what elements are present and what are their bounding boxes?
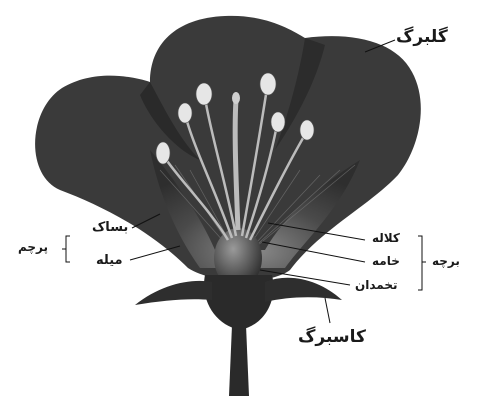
stamen-label: پرچم — [18, 241, 48, 253]
sepal-leader — [325, 298, 330, 323]
style — [235, 100, 238, 230]
ovary-label: تخمدان — [355, 279, 398, 291]
stigma — [232, 92, 240, 104]
anther — [156, 142, 170, 164]
anther — [196, 83, 212, 105]
anther — [271, 112, 285, 132]
stigma-label: کلاله — [372, 232, 400, 244]
pistil-bracket — [418, 236, 426, 290]
anther-label: بساک — [92, 221, 128, 234]
pistil-label: برچه — [432, 255, 460, 267]
stem — [229, 325, 249, 396]
stamen-bracket — [62, 236, 70, 262]
filament-label: میله — [96, 254, 123, 267]
style-label: خامه — [372, 255, 400, 267]
anther — [178, 103, 192, 123]
sepal — [135, 281, 212, 305]
anther — [300, 120, 314, 140]
receptacle — [204, 275, 273, 330]
sepal-label: کاسبرگ — [298, 329, 366, 346]
anther — [260, 73, 276, 95]
petal-label: گلبرگ — [396, 29, 448, 46]
